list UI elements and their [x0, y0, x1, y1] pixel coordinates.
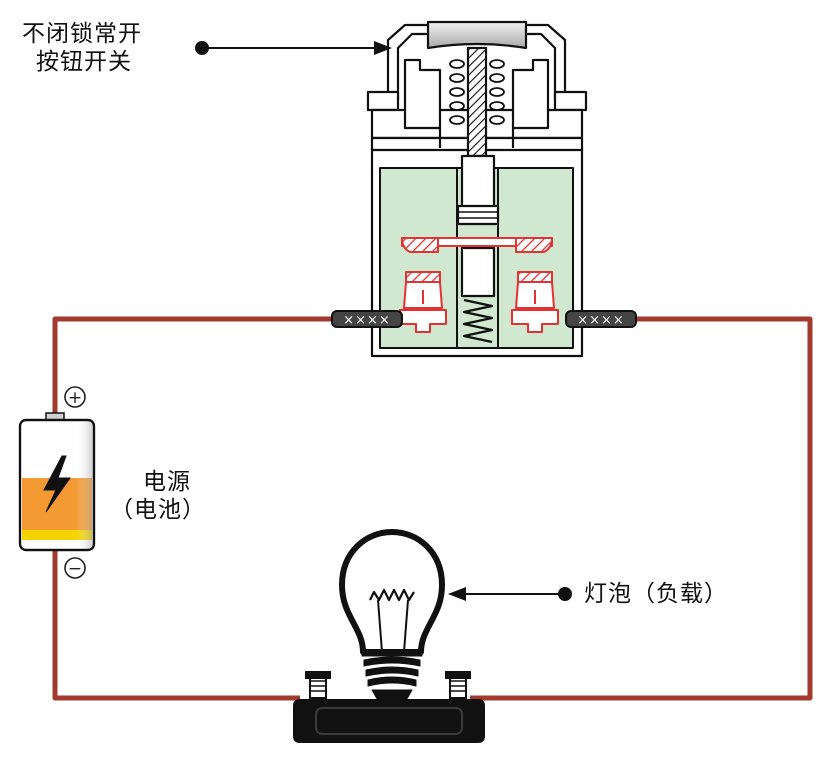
- wire-left-top: [52, 316, 332, 420]
- fixed-contact-right: [511, 271, 559, 333]
- switch-pointer-arrow: [195, 41, 392, 55]
- terminal-marks-left: ××××: [343, 313, 391, 328]
- plunger: [466, 46, 488, 158]
- positive-symbol: +: [68, 388, 82, 408]
- battery-negative-terminal: −: [64, 557, 86, 579]
- wire-left-bottom: [52, 548, 300, 701]
- lightning-bolt-icon: [43, 455, 71, 513]
- power-label-line2: （电池）: [110, 497, 206, 523]
- wire-right: [470, 316, 813, 701]
- negative-symbol: −: [68, 559, 82, 579]
- light-bulb-icon: [339, 529, 445, 705]
- battery-icon: [18, 412, 96, 552]
- moving-contact-bridge: [401, 237, 553, 253]
- bulb-pointer-arrow: [448, 587, 572, 601]
- fixed-contact-left: [399, 271, 447, 333]
- push-button-cap: [426, 20, 528, 50]
- bulb-label: 灯泡（负载）: [584, 581, 728, 607]
- battery-positive-terminal: +: [64, 386, 86, 408]
- circuit-wires: [52, 316, 813, 701]
- power-label-line1: 电源: [143, 469, 191, 495]
- wire-terminal-left: ××××: [331, 310, 403, 328]
- push-button-switch-icon: [366, 20, 588, 358]
- wire-terminal-right: ××××: [565, 310, 637, 328]
- switch-label-line1: 不闭锁常开: [22, 21, 142, 47]
- terminal-marks-right: ××××: [577, 313, 625, 328]
- switch-label-line2: 按钮开关: [36, 49, 132, 75]
- return-spring: [462, 298, 494, 344]
- bulb-socket: [293, 671, 485, 743]
- head-spring: [449, 59, 505, 125]
